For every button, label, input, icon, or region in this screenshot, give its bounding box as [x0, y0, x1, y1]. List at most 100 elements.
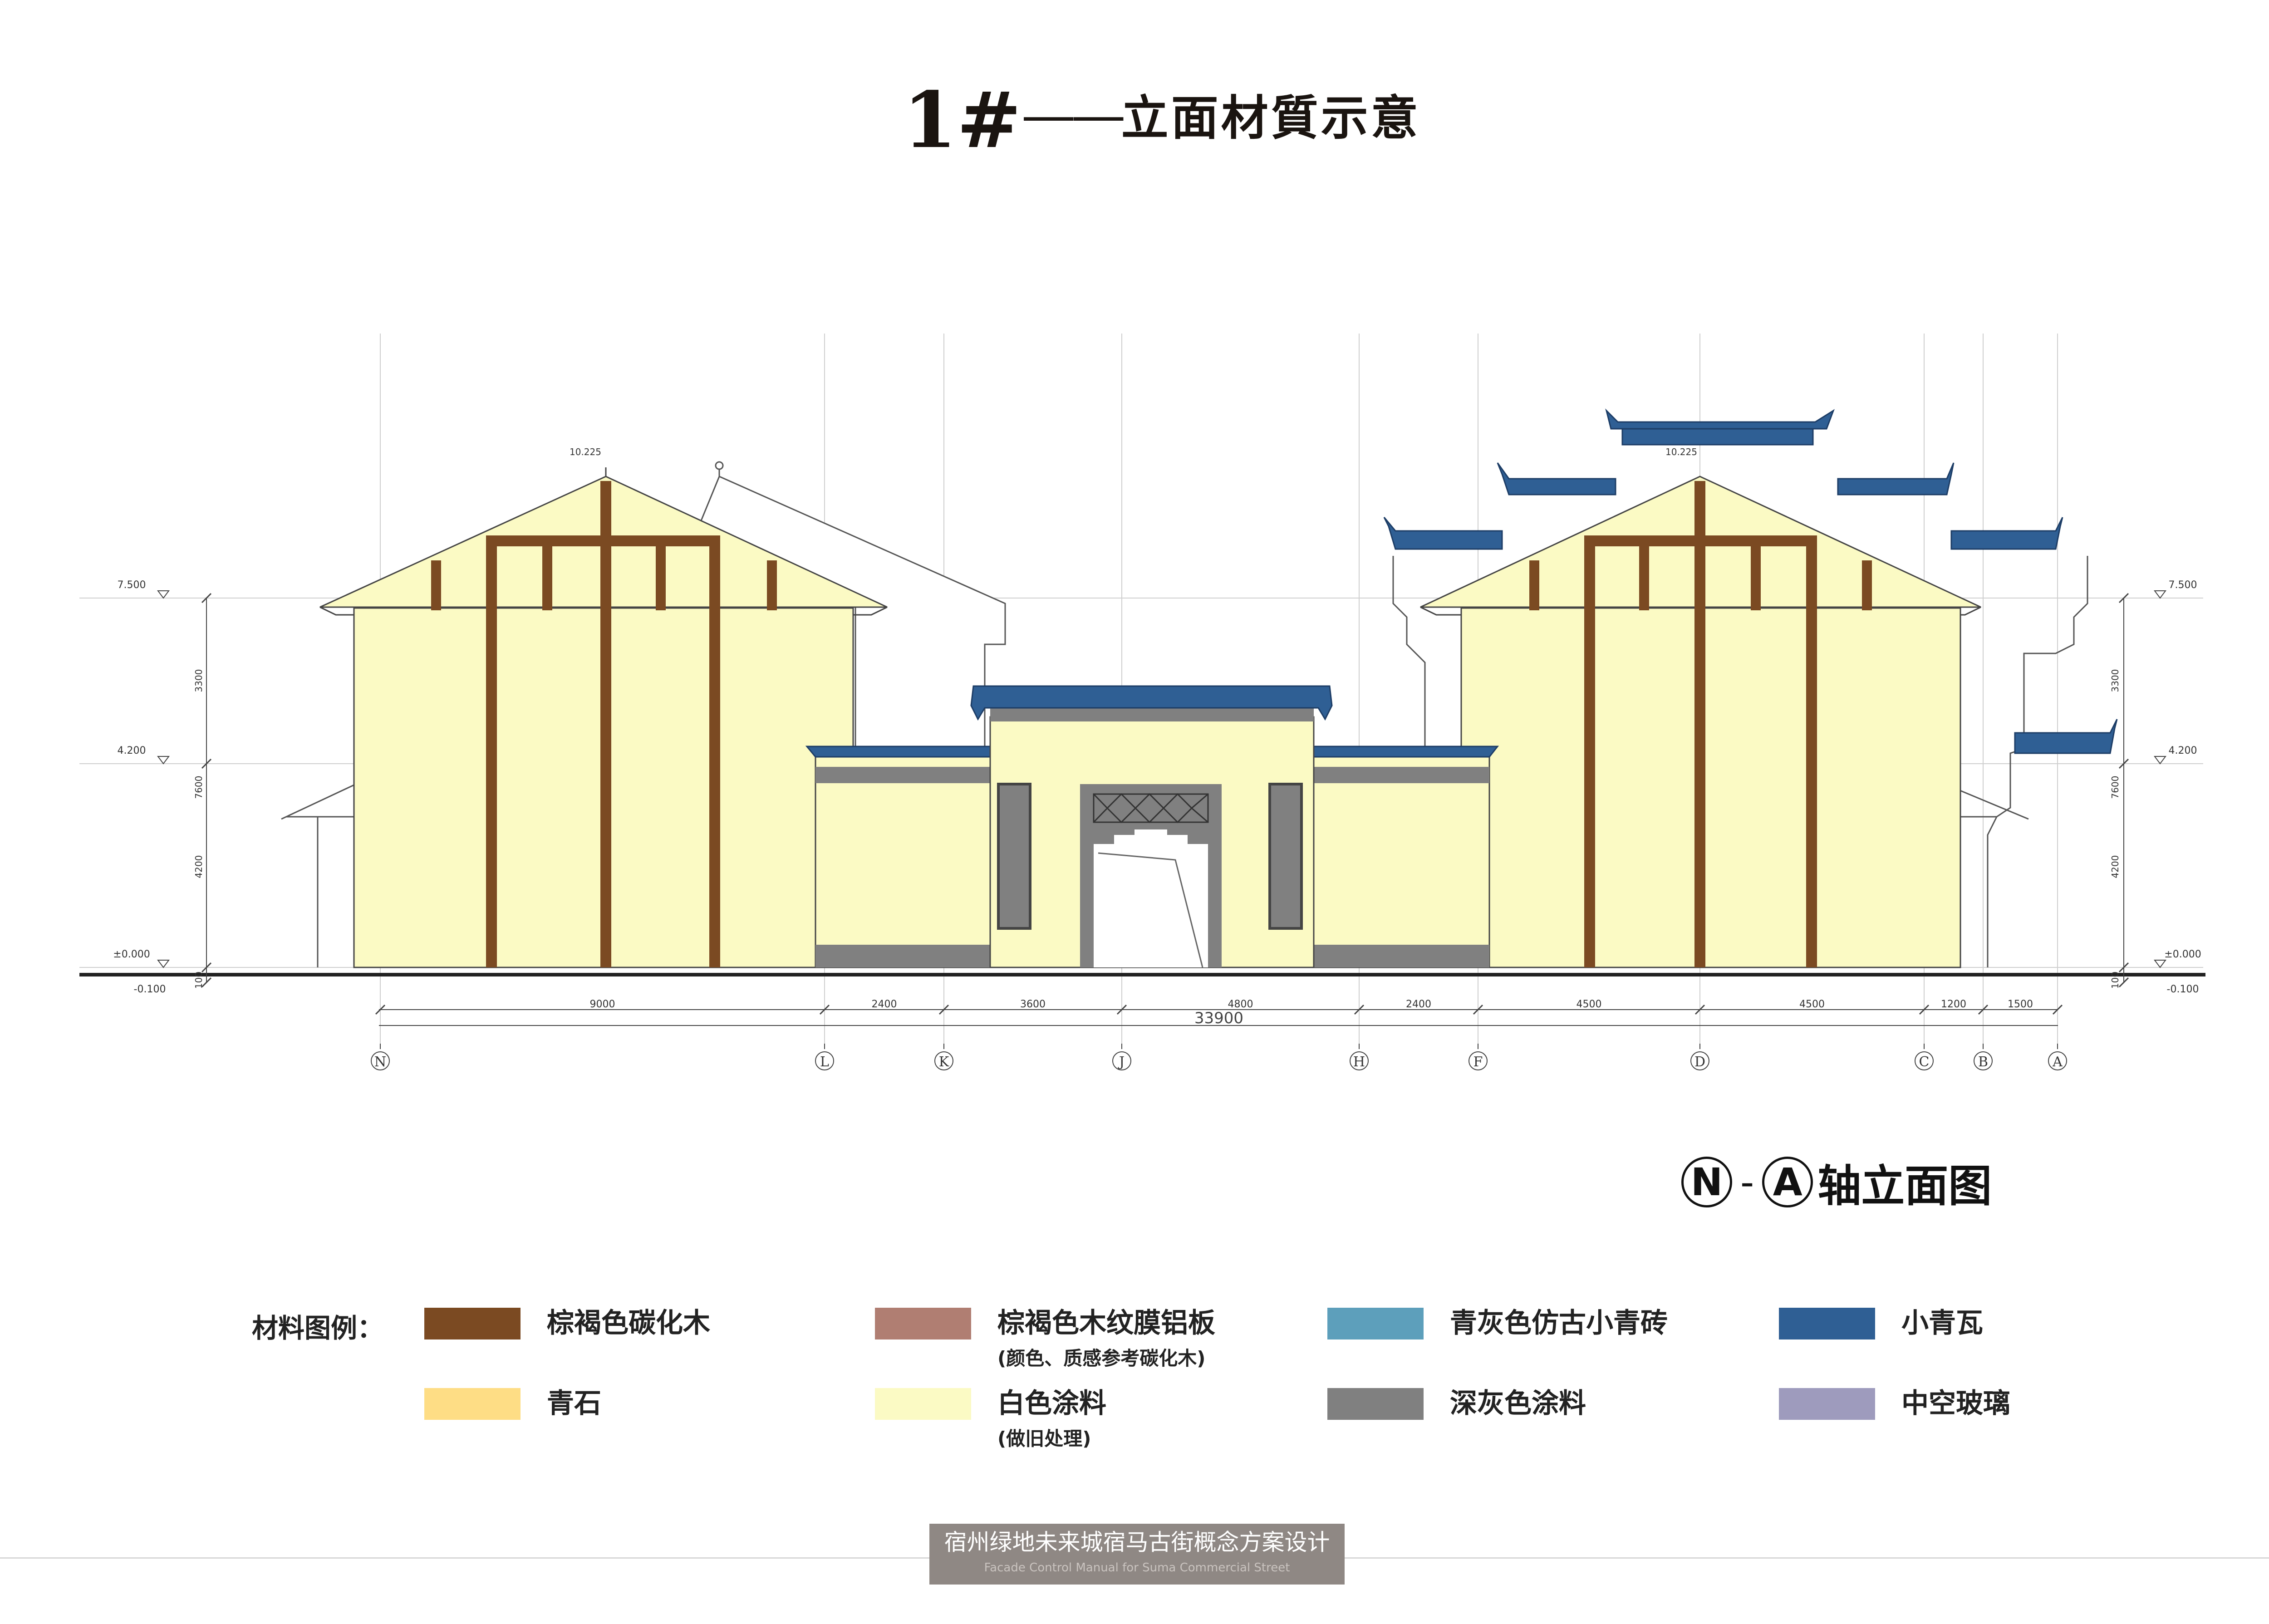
- legend-text: 小青瓦: [1901, 1306, 1983, 1340]
- dimension-tick: [1116, 1004, 1127, 1015]
- level-label: -0.100: [2167, 984, 2199, 995]
- axis-bubble: [1690, 1051, 1709, 1070]
- segment-dimension: 9000: [590, 999, 615, 1010]
- lower-right-tile-roof: [2014, 719, 2118, 754]
- height-dimension: 7600: [193, 776, 204, 799]
- dimension-tick: [1694, 1004, 1705, 1015]
- upper-left-tile-roof: [1497, 462, 1616, 496]
- right-timber-stud: [1751, 538, 1761, 610]
- segment-dimension: 4800: [1228, 999, 1253, 1010]
- legend-name: 小青瓦: [1901, 1307, 1983, 1339]
- axis-label: F: [1473, 1054, 1483, 1070]
- level-triangle: [157, 960, 170, 968]
- legend-name: 棕褐色木纹膜铝板: [997, 1307, 1215, 1339]
- legend-name: 棕褐色碳化木: [547, 1307, 710, 1339]
- dimension-tick: [375, 1004, 386, 1015]
- legend-name: 深灰色涂料: [1450, 1388, 1586, 1419]
- left-main-building: [319, 467, 888, 968]
- legend-name: 白色涂料: [997, 1388, 1106, 1419]
- footer-title: 宿州绿地未来城宿马古街概念方案设计: [944, 1529, 1330, 1555]
- left-wall-tile-coping: [805, 746, 995, 758]
- right-building-eave-right: [1960, 606, 1981, 616]
- height-dimension-tick: [201, 977, 212, 988]
- far-right-gable-outline: [1987, 556, 2088, 967]
- right-wall-tile-coping: [1309, 746, 1499, 758]
- height-dimension: 4200: [2110, 855, 2121, 878]
- legend-swatch: [1779, 1308, 1875, 1339]
- legend-note: (颜色、质感参考碳化木): [997, 1347, 1206, 1369]
- legend-text: 深灰色涂料: [1450, 1386, 1586, 1421]
- dimension-tick: [1473, 1004, 1483, 1015]
- level-marker: 7.500: [118, 579, 170, 599]
- view-title-text: 轴立面图: [1817, 1160, 1992, 1212]
- height-dimension-tick: [201, 758, 212, 769]
- right-timber-stud: [1862, 560, 1872, 610]
- height-dimension: 3300: [193, 669, 204, 692]
- segment-dimension: 4500: [1799, 999, 1825, 1010]
- segment-dimension: 4500: [1577, 999, 1602, 1010]
- height-dimension-tick: [2118, 977, 2129, 988]
- segment-dimension: 2400: [1406, 999, 1431, 1010]
- level-triangle: [157, 756, 170, 765]
- right-timber-beam: [1584, 535, 1817, 546]
- axis-bubble: [1468, 1051, 1488, 1070]
- legend-swatch: [1327, 1308, 1424, 1339]
- axis-bubble: [1974, 1051, 1993, 1070]
- gate-opening: [1094, 829, 1208, 967]
- level-triangle: [2154, 756, 2166, 765]
- axis-bubble: [1112, 1051, 1131, 1070]
- legend-item: 青灰色仿古小青砖: [1327, 1306, 1668, 1340]
- legend-swatch: [875, 1308, 971, 1339]
- dimension-tick: [1919, 1004, 1930, 1015]
- level-marker: 4.200: [118, 745, 170, 765]
- level-marker: 7.500: [2154, 579, 2197, 599]
- height-dimension-tick: [201, 962, 212, 973]
- legend-text: 白色涂料 (做旧处理): [997, 1386, 1106, 1451]
- left-timber-beam: [486, 535, 720, 546]
- mid-right-tile-roof: [1950, 517, 2063, 550]
- sheet-title: 1#——立面材質示意: [903, 75, 1421, 166]
- level-label: 4.200: [118, 745, 146, 756]
- gate-lattice: [1093, 793, 1209, 823]
- legend-item: 青石: [424, 1386, 601, 1421]
- axis-bubble: [1350, 1051, 1369, 1070]
- gatehouse-tile-roof: [970, 685, 1333, 721]
- dimension-tick: [819, 1004, 830, 1015]
- dimension-tick: [938, 1004, 949, 1015]
- level-label: 7.500: [2169, 579, 2197, 591]
- legend-text: 中空玻璃: [1901, 1386, 2010, 1421]
- legend-swatch: [424, 1388, 521, 1420]
- footer-title-plate: 宿州绿地未来城宿马古街概念方案设计 Facade Control Manual …: [929, 1524, 1345, 1585]
- height-dimension: 100: [2110, 971, 2121, 989]
- axis-label: B: [1978, 1054, 1988, 1070]
- right-wall-band: [1314, 767, 1489, 783]
- gate-lattice-pattern: [1093, 793, 1208, 824]
- sheet-title-number: 1#: [903, 75, 1022, 166]
- legend-item: 小青瓦: [1779, 1306, 1983, 1340]
- segment-dimension: 1200: [1941, 999, 1966, 1010]
- legend-item: 棕褐色碳化木: [424, 1306, 710, 1340]
- legend-swatch: [875, 1388, 971, 1420]
- right-timber-post: [1806, 538, 1817, 967]
- left-timber-post: [486, 538, 497, 967]
- level-label: 7.500: [118, 579, 146, 591]
- right-timber-stud: [1639, 538, 1649, 610]
- view-title-axis-to: A: [1762, 1157, 1813, 1207]
- left-building-eave-left: [319, 606, 354, 616]
- level-label: ±0.000: [2164, 949, 2201, 960]
- level-label: 4.200: [2169, 745, 2197, 756]
- axis-bubble: [371, 1051, 390, 1070]
- gatehouse-top-band: [990, 708, 1314, 721]
- left-timber-stud: [431, 560, 441, 610]
- right-timber-post: [1584, 538, 1595, 967]
- footer-subtitle: Facade Control Manual for Suma Commercia…: [984, 1561, 1290, 1575]
- axis-bubble: [815, 1051, 834, 1070]
- sheet-title-dash: ——: [1021, 83, 1126, 147]
- legend-note: (做旧处理): [997, 1428, 1091, 1450]
- legend-name: 中空玻璃: [1901, 1388, 2010, 1419]
- height-dimension-tick: [2118, 962, 2129, 973]
- level-triangle: [2154, 590, 2166, 599]
- segment-dimension: 3600: [1020, 999, 1046, 1010]
- mid-left-tile-roof: [1383, 517, 1503, 550]
